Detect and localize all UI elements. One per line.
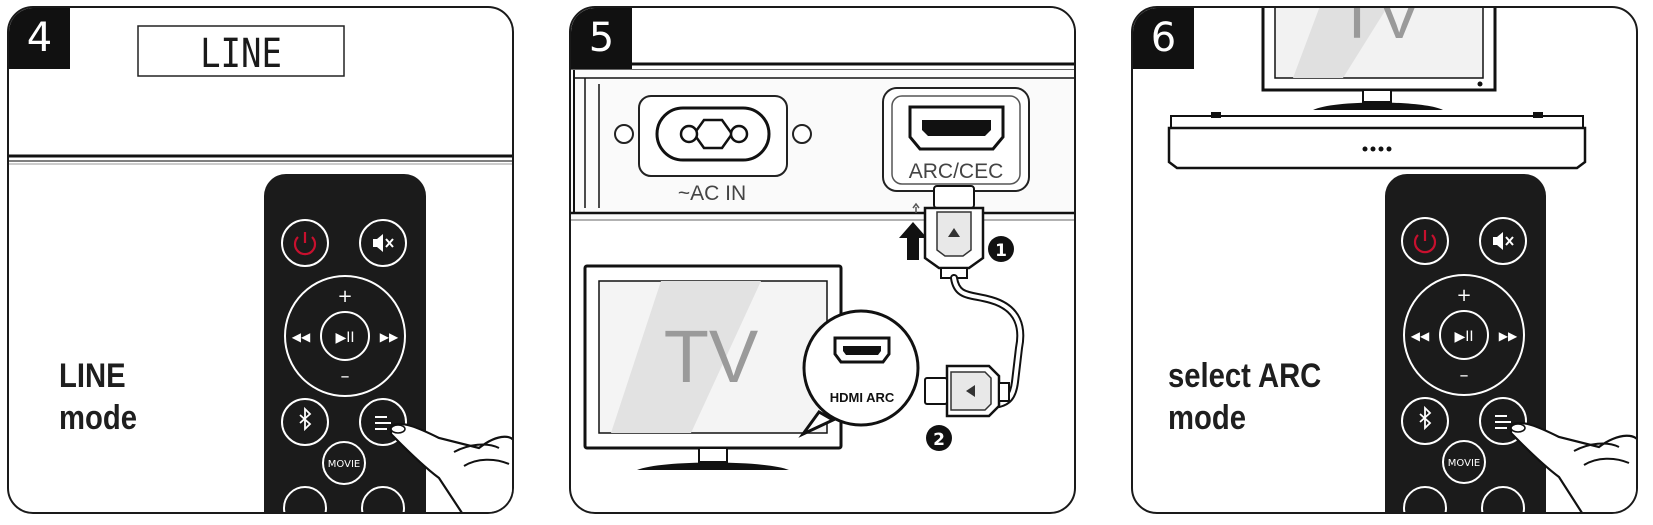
play-pause-button [320,311,370,361]
movie-button [322,441,366,485]
source-icon [1495,415,1511,429]
volume-up-icon: + [337,286,352,307]
marker-2-label: 2 [933,430,945,450]
marker-1-label: 1 [995,241,1007,261]
remote-control: ▶II + – ◀◀ ▶▶ MOVIE [264,174,426,512]
volume-up-icon: + [1456,285,1471,306]
caption-select-arc-mode: select ARC mode [1168,355,1321,439]
bluetooth-icon [299,406,312,432]
movie-label: MOVIE [1448,458,1480,469]
line-mode-illustration: LINE ▶II + – ◀◀ ▶▶ [9,25,512,512]
hdmi-arc-port [882,87,1030,192]
hdmi-arc-label: HDMI ARC [830,390,895,405]
volume-down-icon: – [341,366,350,387]
marker-1 [988,236,1014,262]
caption-line-1: select ARC [1168,357,1322,395]
hdmi-arc-callout [798,309,920,438]
caption-line-2: mode [59,399,137,437]
previous-icon: ◀◀ [1411,329,1430,343]
remote-control: ▶II + – ◀◀ ▶▶ MOVIE [1385,174,1546,512]
power-icon [1413,230,1437,254]
movie-label: MOVIE [328,459,360,470]
step-number: 4 [9,8,70,69]
power-icon [293,232,317,256]
step-number: 5 [571,8,632,69]
tv-label: TV [1337,8,1421,52]
panel-step-4: 4 LINE ▶II + – ◀◀ ▶▶ [7,6,514,514]
step-number: 6 [1133,8,1194,69]
tv-illustration [1261,8,1497,110]
soundbar-rear-panel [571,8,1074,66]
hdmi-plug-soundbar [923,185,985,279]
soundbar-illustration [1167,112,1587,170]
tv-label: TV [664,315,759,398]
next-icon: ▶▶ [1499,329,1518,343]
movie-button [1442,440,1486,484]
play-pause-button [1439,310,1489,360]
mute-icon [373,234,394,252]
finger-pressing-icon [1509,421,1636,512]
mute-icon [1493,232,1514,250]
caption-line-1: LINE [59,357,126,395]
panel-step-6: 6 TV [1131,6,1638,514]
play-pause-icon: ▶II [335,330,354,346]
display-window [137,25,345,77]
select-arc-illustration: TV ▶II [1167,8,1636,512]
insert-arrow-icon [899,222,927,260]
arc-cec-label: ARC/CEC [909,160,1004,183]
next-icon: ▶▶ [380,330,399,344]
tv-illustration [583,264,843,470]
hdmi-plug-tv [924,364,1010,418]
caption-line-2: mode [1168,399,1246,437]
bluetooth-icon [1419,405,1432,431]
volume-down-icon: – [1460,365,1469,386]
source-icon [375,416,391,430]
marker-2 [926,425,952,451]
ac-power-inlet [614,95,812,177]
panel-step-5: 5 ~AC IN ARC/CEC [569,6,1076,514]
hdmi-arc-connection-illustration: ~AC IN ARC/CEC 1 [571,8,1074,470]
finger-pressing-icon [389,422,512,512]
caption-line-mode: LINE mode [59,355,137,439]
previous-icon: ◀◀ [292,330,311,344]
ac-in-label: ~AC IN [678,182,746,205]
display-text: LINE [200,30,282,76]
play-pause-icon: ▶II [1454,329,1473,345]
